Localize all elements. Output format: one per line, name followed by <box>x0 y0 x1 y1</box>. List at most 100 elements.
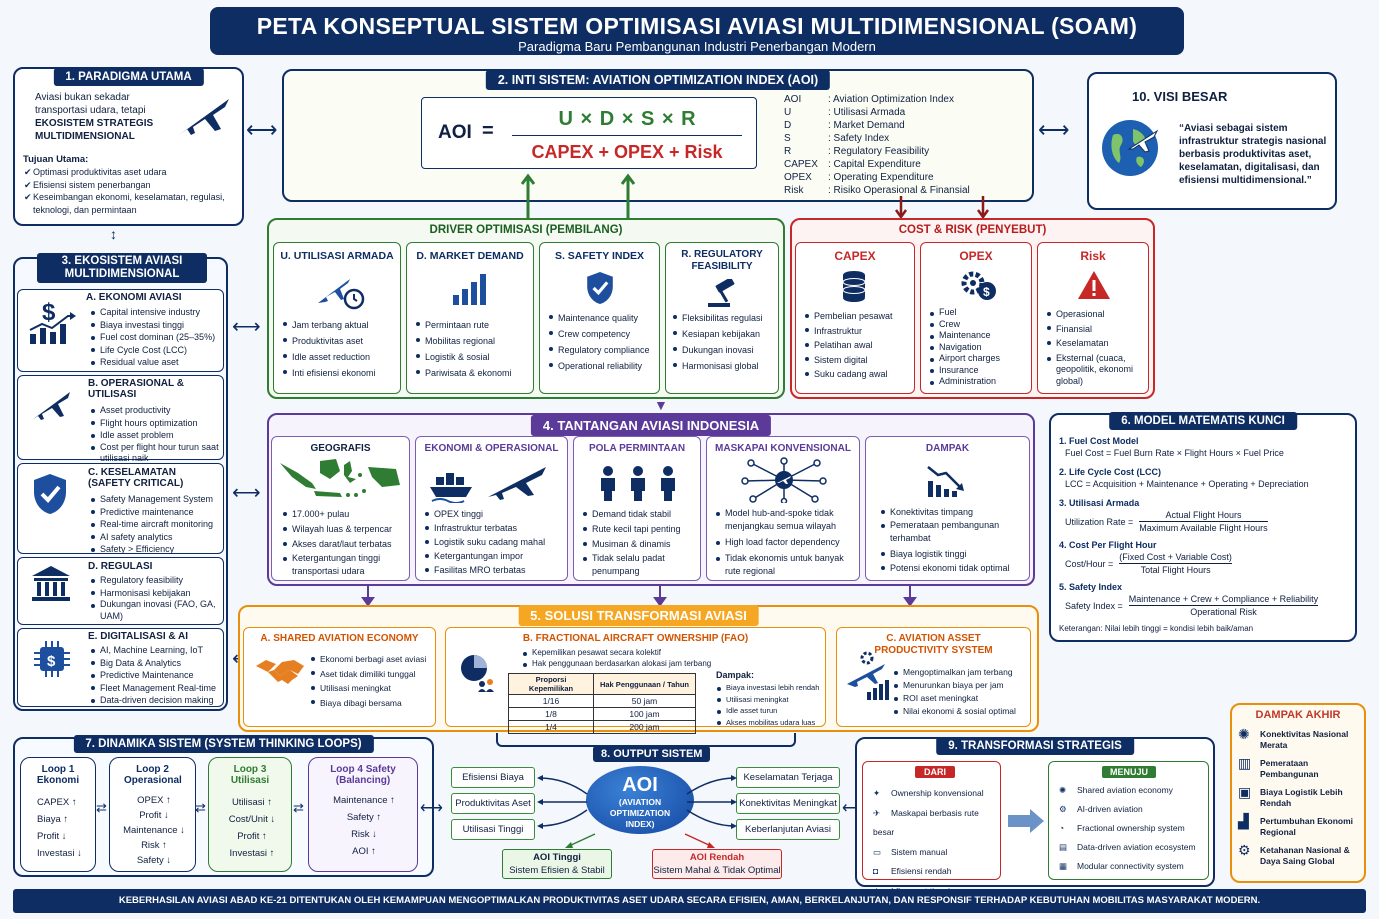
card-title: C. KESELAMATAN (SAFETY CRITICAL) <box>88 467 184 489</box>
loop-item: Safety ↓ <box>136 855 172 866</box>
list-item: Cost per flight hour turun saat utilisas… <box>90 442 224 464</box>
list-item: Akses mobilitas udara luas <box>716 717 826 729</box>
driver-card-regulatory: R. REGULATORY FEASIBILITY Fleksibilitas … <box>665 242 779 394</box>
legend-row: D: Market Demand <box>784 119 970 132</box>
cost-card-title: OPEX <box>959 249 993 263</box>
model-denominator: Operational Risk <box>1190 607 1257 617</box>
card-title: D. REGULASI <box>88 561 153 572</box>
dampak-akhir-item: ✺ Konektivitas Nasional Merata <box>1238 726 1366 750</box>
tantangan-list: Model hub-and-spoke tidak menjangkau sem… <box>715 507 861 578</box>
paradigma-line: Aviasi bukan sekadar <box>35 92 130 103</box>
model-numerator: (Fixed Cost + Variable Cost) <box>1119 552 1232 564</box>
list-item: Fuel <box>929 307 1031 319</box>
tantangan-card-title: POLA PERMINTAAN <box>588 443 686 454</box>
legend-key: S <box>784 133 791 144</box>
panel-visi-besar: 10. VISI BESAR “Aviasi sebagai sistem in… <box>1087 72 1337 210</box>
list-item: Hak penggunaan berdasarkan alokasi jam t… <box>522 658 822 669</box>
aoi-formula-box: AOI = U × D × S × R CAPEX + OPEX + Risk <box>421 97 757 169</box>
list-item: Regulatory feasibility <box>90 574 224 587</box>
arrow-down-icon <box>894 196 990 220</box>
double-arrow-icon: ⟷ <box>1038 117 1070 142</box>
dari-item-text: Efisiensi rendah <box>891 866 952 876</box>
cost-list: Operasional Finansial Keselamatan Ekster… <box>1046 307 1148 387</box>
list-item: Insurance <box>929 365 1031 377</box>
list-item: Sistem digital <box>804 353 914 368</box>
ekosistem-title-text: 3. EKOSISTEM AVIASI MULTIDIMENSIONAL <box>61 255 183 280</box>
visi-quote: “Aviasi sebagai sistem infrastruktur str… <box>1179 123 1327 186</box>
list-item: Utilisasi meningkat <box>716 694 826 706</box>
menuju-item-text: AI-driven aviation <box>1077 804 1143 814</box>
gavel-icon <box>708 279 735 307</box>
list-item: Ketergantungan impor <box>424 549 569 563</box>
aoi-rendah-desc: Sistem Mahal & Tidak Optimal <box>653 865 781 876</box>
page-subtitle: Paradigma Baru Pembangunan Industri Pene… <box>518 39 876 54</box>
legend-value: : Safety Index <box>828 133 890 144</box>
menuju-item: ⚙AI-driven aviation <box>1059 800 1196 819</box>
card-list: Regulatory feasibility Harmonisasi kebij… <box>90 574 224 622</box>
list-item: Fleet Management Real-time <box>90 682 224 695</box>
footer-banner: KEBERHASILAN AVIASI ABAD KE-21 DITENTUKA… <box>13 889 1366 913</box>
double-arrow-icon: ⟷ <box>232 316 261 338</box>
decline-chart-icon <box>927 466 964 497</box>
card-title: B. OPERASIONAL & UTILISASI <box>88 378 184 400</box>
people-icon <box>601 466 675 501</box>
cost-list: Fuel Crew Maintenance Navigation Airport… <box>929 307 1031 388</box>
list-item: Musiman & dinamis <box>582 537 702 552</box>
output-utilisasi-tinggi: Utilisasi Tinggi <box>451 819 535 840</box>
loop-item: Profit ↑ <box>237 831 267 842</box>
aoi-rendah-box: AOI Rendah Sistem Mahal & Tidak Optimal <box>652 849 782 879</box>
table-cell: 50 jam <box>593 694 696 708</box>
legend-value: : Aviation Optimization Index <box>828 94 954 105</box>
panel-model-matematis: 6. MODEL MATEMATIS KUNCI 1. Fuel Cost Mo… <box>1049 412 1357 642</box>
list-item: Finansial <box>1046 322 1148 337</box>
solusi-card-title: A. SHARED AVIATION ECONOMY <box>260 633 419 644</box>
list-item: Flight hours optimization <box>90 417 224 430</box>
menuju-label: MENUJU <box>1102 766 1157 778</box>
list-item: Fasilitas MRO terbatas <box>424 563 569 577</box>
model-formula: Fuel Cost = Fuel Burn Rate × Flight Hour… <box>1065 448 1284 458</box>
list-item: Aset tidak dimiliki tunggal <box>310 667 434 682</box>
legend-key: CAPEX <box>784 159 818 170</box>
menuju-item-text: Fractional ownership system <box>1077 823 1185 833</box>
dari-card: DARI ✦Ownership konvensional ✈Maskapai b… <box>862 761 1001 896</box>
table-cell: 100 jam <box>593 707 696 721</box>
card-keselamatan: C. KESELAMATAN (SAFETY CRITICAL) Safety … <box>17 463 224 554</box>
list-item: Dukungan inovasi (FAO, GA, UAM) <box>90 599 224 622</box>
legend-value: : Operating Expenditure <box>828 172 934 183</box>
dampak-list: Biaya investasi lebih rendah Utilisasi m… <box>716 682 826 728</box>
model-numerator: Actual Flight Hours <box>1139 509 1268 522</box>
growth-icon: ▟ <box>1238 813 1249 829</box>
ship-plane-icon <box>430 467 546 503</box>
aoi-ellipse: AOI (AVIATION OPTIMIZATION INDEX) <box>586 766 694 834</box>
dampak-akhir-text: Biaya Logistik Lebih Rendah <box>1260 787 1343 808</box>
goal-label: Tujuan Utama: <box>23 154 89 165</box>
solusi-card-title: C. AVIATION ASSET PRODUCTIVITY SYSTEM <box>874 633 993 656</box>
list-item: Idle asset turun <box>716 705 826 717</box>
list-item: Biaya logistik tinggi <box>880 547 1030 561</box>
cost-card-capex: CAPEX Pembelian pesawat Infrastruktur Pe… <box>795 242 915 394</box>
list-item: ROI aset meningkat <box>893 692 1031 705</box>
menuju-item: ◔Fractional ownership system <box>1059 819 1196 838</box>
model-formula-lhs: Cost/Hour = <box>1065 558 1114 569</box>
list-item: Keselamatan <box>1046 336 1148 351</box>
shield-check-icon <box>34 474 66 514</box>
dampak-akhir-text: Konektivitas Nasional Merata <box>1260 729 1349 750</box>
list-item: Navigation <box>929 342 1031 354</box>
cost-card-title: Risk <box>1080 249 1106 263</box>
model-numerator: Maintenance + Crew + Compliance + Reliab… <box>1128 594 1319 606</box>
list-item: Eksternal (cuaca, geopolitik, ekonomi gl… <box>1046 353 1148 388</box>
loop-list: Maintenance ↑ Safety ↑ Risk ↓ AOI ↑ <box>319 792 409 860</box>
dampak-label: Dampak: <box>716 670 755 680</box>
aoi-ellipse-sub: (AVIATION OPTIMIZATION INDEX) <box>609 797 671 829</box>
solusi-card-fao: B. FRACTIONAL AIRCRAFT OWNERSHIP (FAO) K… <box>445 627 826 734</box>
list-item: Predictive Maintenance <box>90 669 224 682</box>
footer-text: KEBERHASILAN AVIASI ABAD KE-21 DITENTUKA… <box>118 895 1261 906</box>
aoi-label: AOI <box>438 122 472 143</box>
goal-item: Optimasi produktivitas aset udara <box>23 166 238 179</box>
list-item: Harmonisasi kebijakan <box>90 587 224 600</box>
panel-output-bracket <box>496 733 796 747</box>
network-icon: ✺ <box>1238 726 1250 742</box>
aoi-ellipse-label: AOI <box>622 774 658 796</box>
list-item: Maintenance <box>929 330 1031 342</box>
